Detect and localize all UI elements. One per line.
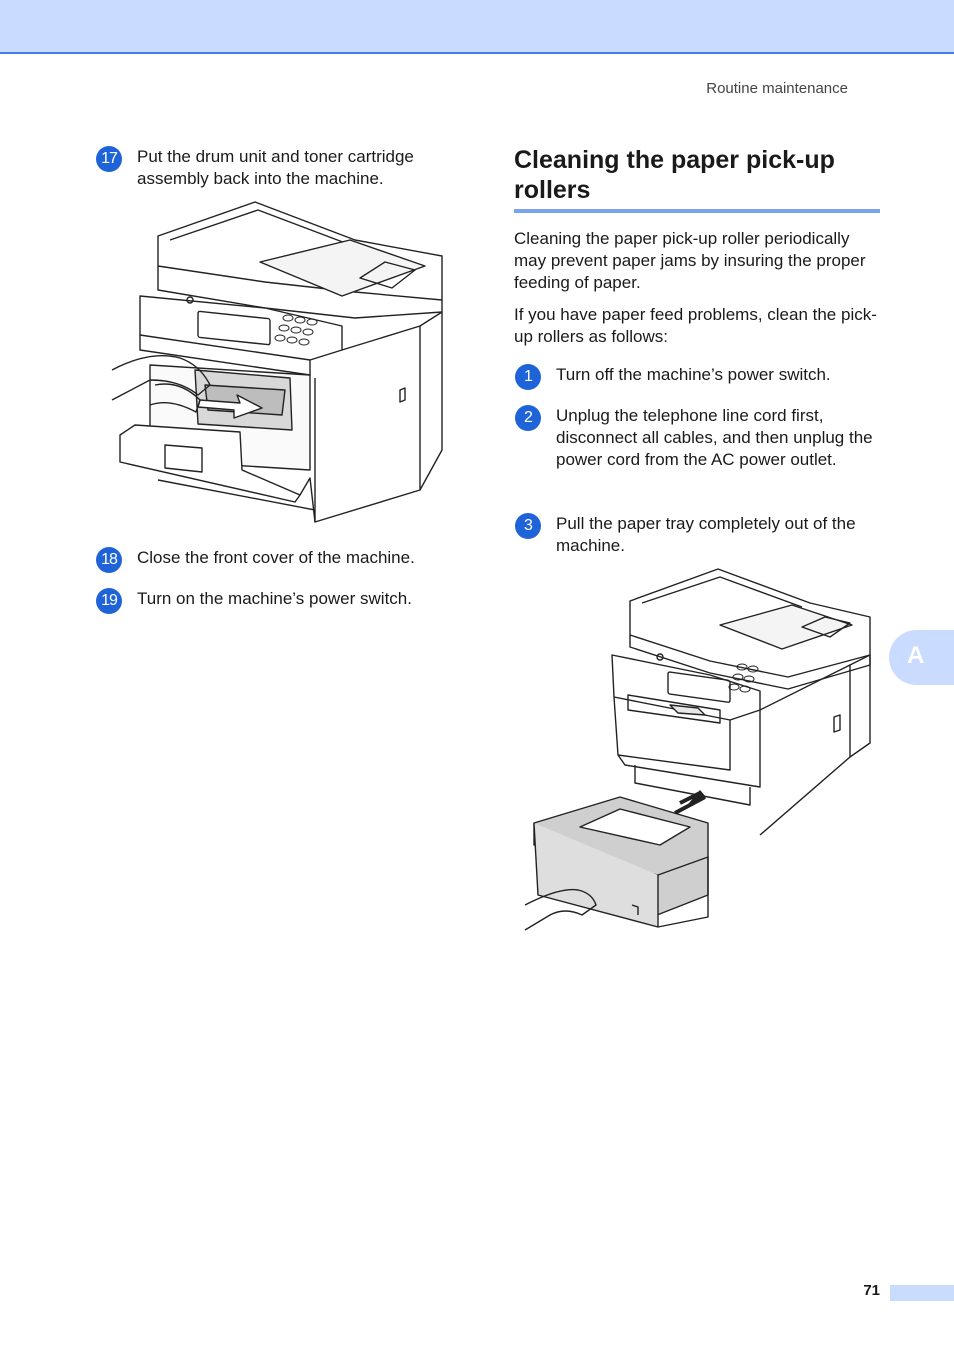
step-17: 17 Put the drum unit and toner cartridge… — [96, 146, 446, 190]
page-number: 71 — [863, 1282, 880, 1299]
step-18: 18 Close the front cover of the machine. — [96, 547, 446, 573]
step-number-badge: 18 — [96, 547, 122, 573]
running-header: Routine maintenance — [706, 80, 848, 97]
section-heading: Cleaning the paper pick-up rollers — [514, 146, 835, 204]
footer-color-band — [890, 1285, 954, 1301]
step-2: 2 Unplug the telephone line cord first, … — [515, 405, 885, 471]
intro-paragraph-2: If you have paper feed problems, clean t… — [514, 305, 877, 346]
chapter-tab: A — [889, 630, 954, 685]
step-text: Unplug the telephone line cord first, di… — [556, 406, 873, 469]
chapter-tab-label: A — [907, 642, 925, 669]
step-number-badge: 1 — [515, 364, 541, 390]
step-number-badge: 3 — [515, 513, 541, 539]
step-19: 19 Turn on the machine’s power switch. — [96, 588, 446, 614]
intro-paragraph: Cleaning the paper pick-up roller period… — [514, 229, 866, 292]
step-text: Turn off the machine’s power switch. — [556, 365, 831, 384]
step-number-badge: 19 — [96, 588, 122, 614]
step-text: Turn on the machine’s power switch. — [137, 589, 412, 608]
paper-tray-removal-illustration — [524, 568, 871, 931]
step-text: Put the drum unit and toner cartridge as… — [137, 147, 414, 188]
top-color-band — [0, 0, 954, 54]
drum-unit-insertion-illustration — [111, 201, 443, 523]
step-number-badge: 17 — [96, 146, 122, 172]
step-number-badge: 2 — [515, 405, 541, 431]
step-3: 3 Pull the paper tray completely out of … — [515, 513, 885, 557]
heading-underline — [514, 209, 880, 213]
step-1: 1 Turn off the machine’s power switch. — [515, 364, 885, 390]
step-text: Pull the paper tray completely out of th… — [556, 514, 856, 555]
step-text: Close the front cover of the machine. — [137, 548, 415, 567]
